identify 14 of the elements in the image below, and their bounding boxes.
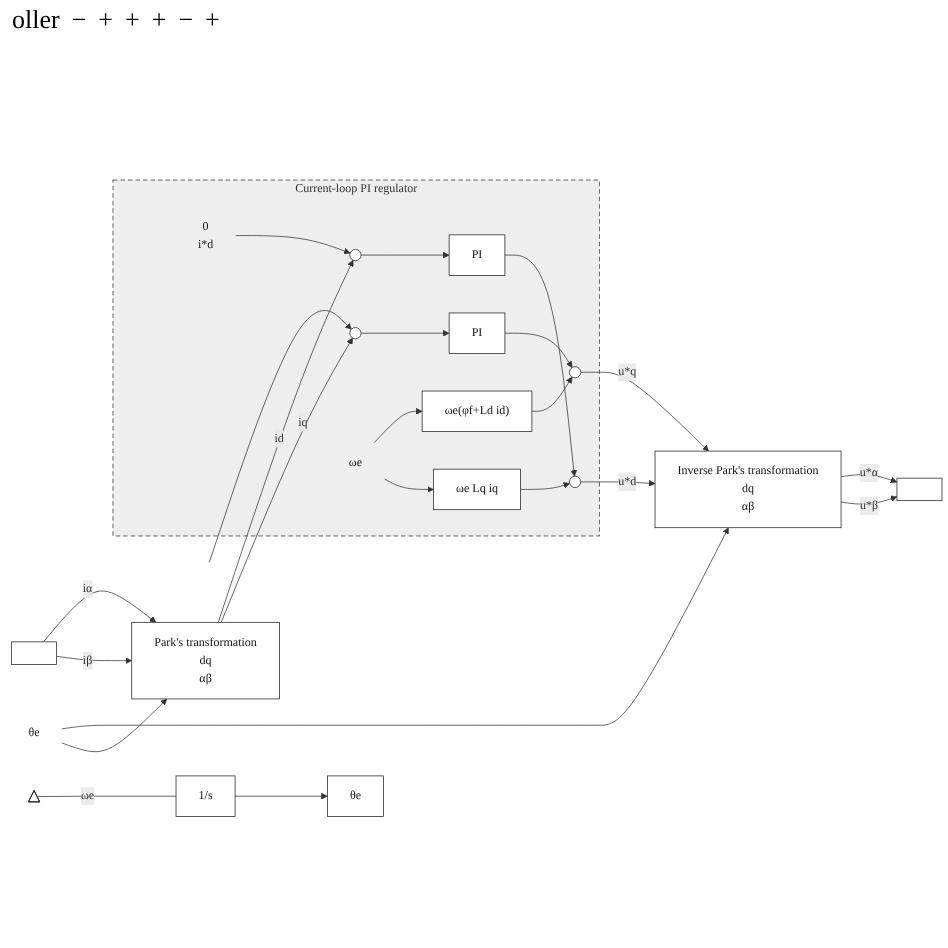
connector [36,795,177,797]
sign-label: + [151,4,167,38]
node-circle [349,326,362,339]
node-box [11,641,57,665]
sign-label: + [205,4,220,38]
node-box [896,477,943,501]
sign-label: oller [12,4,60,38]
sign-label: − [178,4,194,38]
node-circle [349,248,362,261]
sign-label: − [71,4,87,38]
sign-label: + [125,4,140,38]
node-circle [569,366,582,378]
sign-label: + [98,4,114,38]
node-circle [569,475,582,488]
